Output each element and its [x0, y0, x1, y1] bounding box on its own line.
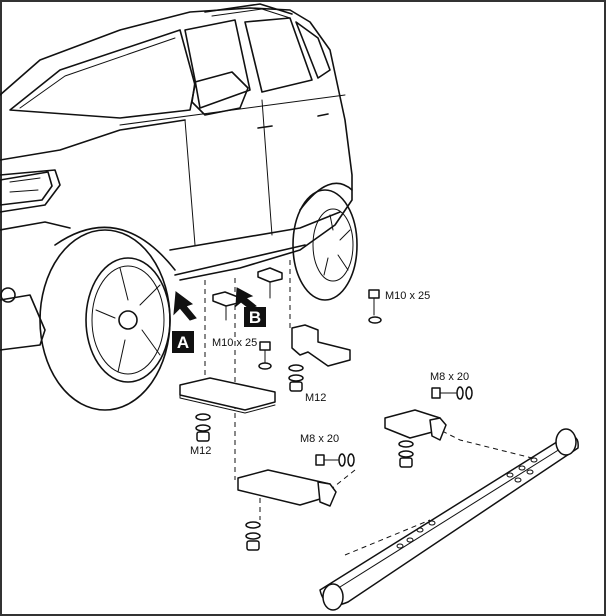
- label-m10-left: M10 x 25: [212, 337, 257, 349]
- callout-b: B: [235, 287, 266, 327]
- label-m12-center: M12: [305, 392, 326, 404]
- label-m10-top: M10 x 25: [385, 290, 430, 302]
- arrow-a-icon: [173, 291, 197, 321]
- label-m12-left: M12: [190, 445, 211, 457]
- callout-b-box: [244, 307, 266, 327]
- bracket-front: [179, 377, 276, 414]
- car-illustration: [0, 3, 358, 411]
- callout-b-label: B: [249, 308, 261, 327]
- callout-a-label: A: [177, 333, 189, 352]
- arrow-b-icon: [235, 287, 257, 310]
- bracket-lower: [237, 469, 337, 507]
- t-clip-a: [212, 291, 239, 321]
- tube-holes: [396, 457, 538, 549]
- label-m8-center: M8 x 20: [300, 433, 339, 445]
- callout-a: A: [172, 291, 197, 353]
- bracket-right: [384, 409, 447, 441]
- side-step-tube: [319, 428, 579, 611]
- fasteners: [195, 289, 473, 551]
- bracket-rear-upper: [291, 324, 351, 367]
- label-m8-right: M8 x 20: [430, 371, 469, 383]
- t-clip-b: [257, 267, 283, 299]
- callout-a-box: [172, 331, 194, 353]
